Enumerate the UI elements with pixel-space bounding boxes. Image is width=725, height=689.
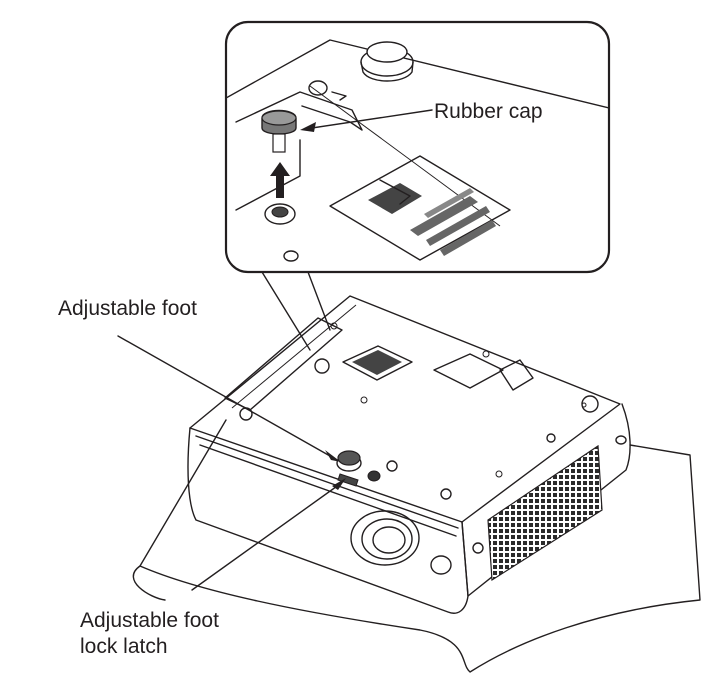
rubber-cap-label: Rubber cap — [434, 100, 543, 123]
lock-latch-leader — [191, 483, 341, 591]
rubber-cap — [261, 109, 297, 153]
callout-pointer — [261, 271, 331, 351]
label-plate — [329, 155, 511, 261]
cloth-sheet — [139, 419, 701, 673]
up-arrow-icon — [270, 162, 290, 198]
side-vent — [487, 444, 603, 582]
adjustable-foot-label: Adjustable foot — [58, 297, 197, 320]
adjustable-foot — [336, 450, 381, 487]
lock-latch-label: Adjustable foot lock latch — [80, 608, 219, 660]
projector-body — [187, 295, 631, 614]
lens — [350, 510, 420, 566]
lock-latch-label-line2: lock latch — [80, 635, 168, 658]
adjustable-foot-leader — [117, 335, 331, 457]
lock-latch-label-line1: Adjustable foot — [80, 609, 219, 632]
callout-box — [224, 20, 611, 274]
